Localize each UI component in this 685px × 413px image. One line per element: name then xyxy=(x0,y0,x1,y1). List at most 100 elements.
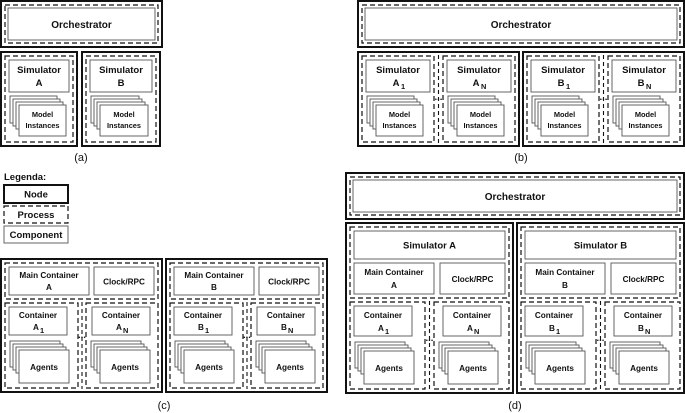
agents-label: Agents xyxy=(546,364,574,373)
simulator-b-process xyxy=(85,55,157,143)
clock-rpc-label: Clock/RPC xyxy=(103,278,145,287)
model-instances-label-1: Model xyxy=(635,110,656,119)
container-letter: A xyxy=(116,323,122,332)
container-an-process xyxy=(85,302,159,389)
clock-rpc-component xyxy=(93,266,155,296)
clock-rpc-label: Clock/RPC xyxy=(268,278,310,287)
container-bn-component xyxy=(613,305,673,337)
container-an-process xyxy=(433,301,510,390)
model-instances-label-1: Model xyxy=(32,110,53,119)
simulator-b1-component xyxy=(530,59,596,93)
container-label: Container xyxy=(453,311,492,320)
ellipsis: ... xyxy=(597,333,605,344)
legend-component-label: Component xyxy=(10,230,64,241)
model-instances-label-2: Instances xyxy=(628,121,662,130)
subscript: 1 xyxy=(556,327,560,336)
node-b xyxy=(165,258,328,393)
ellipsis: ... xyxy=(435,92,443,103)
main-container-b-component xyxy=(173,266,255,296)
node-a xyxy=(0,258,163,393)
subscript: N xyxy=(645,327,650,336)
agents-label: Agents xyxy=(111,363,139,372)
legend-process-label: Process xyxy=(18,210,55,221)
orchestrator-label: Orchestrator xyxy=(51,20,112,31)
simulator-label: Simulator xyxy=(99,65,143,76)
legend-component-swatch xyxy=(3,225,69,244)
agents-label: Agents xyxy=(375,364,403,373)
subscript: 1 xyxy=(401,82,405,91)
simulator-a-process xyxy=(349,226,510,299)
orchestrator-process xyxy=(349,176,681,216)
simulator-b1-process xyxy=(526,55,600,143)
model-instances-label-2: Instances xyxy=(547,121,581,130)
agents-component xyxy=(99,349,151,384)
container-label: Container xyxy=(102,311,141,320)
agents-component xyxy=(18,349,70,384)
agents-label: Agents xyxy=(30,363,58,372)
legend-node-swatch xyxy=(3,184,69,204)
orchestrator-node xyxy=(0,0,163,48)
simulator-a-node xyxy=(0,51,78,147)
simulator-b-component xyxy=(89,59,153,93)
simulator-b-node xyxy=(81,51,161,147)
simulator-a-node xyxy=(345,222,514,394)
main-container-label: Main Container xyxy=(535,268,595,277)
model-instances-label-2: Instances xyxy=(107,121,141,130)
main-container-letter: B xyxy=(562,281,568,290)
agents-label: Agents xyxy=(459,364,487,373)
simulator-label: Simulator xyxy=(457,65,501,76)
model-instances-label-2: Instances xyxy=(463,121,497,130)
container-label: Container xyxy=(535,311,574,320)
agents-component xyxy=(183,349,235,384)
caption-c: (c) xyxy=(158,400,171,412)
simulator-an-process xyxy=(442,55,516,143)
container-b1-process xyxy=(169,302,244,389)
container-an-component xyxy=(91,306,151,336)
container-a1-component xyxy=(353,305,413,337)
simulator-a-component xyxy=(353,230,506,260)
simulator-letter: A xyxy=(36,78,43,89)
orchestrator-process xyxy=(361,4,681,44)
clock-rpc-label: Clock/RPC xyxy=(452,275,494,284)
model-instances-label-1: Model xyxy=(554,110,575,119)
agents-component xyxy=(534,350,586,385)
model-instances-label-2: Instances xyxy=(382,121,416,130)
simulator-a-component xyxy=(8,59,70,93)
legend: Legenda: Node Process Component xyxy=(3,172,69,244)
legend-node-label: Node xyxy=(24,190,48,201)
agents-label: Agents xyxy=(195,363,223,372)
panel-d: Orchestrator Simulator A Main Container … xyxy=(345,172,685,412)
simulator-label: Simulator xyxy=(376,65,420,76)
simulator-a-process xyxy=(4,55,74,143)
main-container-letter: A xyxy=(391,281,397,290)
model-instances-label-1: Model xyxy=(113,110,134,119)
agents-component xyxy=(447,350,499,385)
subscript: 1 xyxy=(40,326,44,335)
container-label: Container xyxy=(624,311,663,320)
simulator-label: Simulator xyxy=(17,65,61,76)
simulator-bn-process xyxy=(607,55,681,143)
panel-c: Main Container A Clock/RPC Container A 1… xyxy=(0,258,328,412)
container-a1-process xyxy=(349,301,426,390)
clock-rpc-label: Clock/RPC xyxy=(623,275,665,284)
simulator-a1-process xyxy=(361,55,435,143)
container-letter: A xyxy=(33,323,39,332)
subscript: N xyxy=(123,326,128,335)
container-letter: B xyxy=(281,323,287,332)
ellipsis: ... xyxy=(600,92,608,103)
legend-title: Legenda: xyxy=(4,172,46,183)
simulator-a-node xyxy=(357,51,520,147)
panel-b: Orchestrator Simulator A 1 Model Instanc… xyxy=(357,0,685,164)
container-letter: B xyxy=(638,324,644,333)
container-a1-process xyxy=(4,302,79,389)
orchestrator-component xyxy=(364,7,678,41)
main-container-a-component xyxy=(8,266,90,296)
main-container-letter: A xyxy=(46,283,52,292)
container-b1-process xyxy=(520,301,597,390)
container-letter: A xyxy=(378,324,384,333)
subscript: N xyxy=(646,82,651,91)
clock-rpc-component xyxy=(439,262,506,295)
main-container-label: Main Container xyxy=(19,271,79,280)
caption-b: (b) xyxy=(514,152,527,164)
container-bn-process xyxy=(604,301,681,390)
